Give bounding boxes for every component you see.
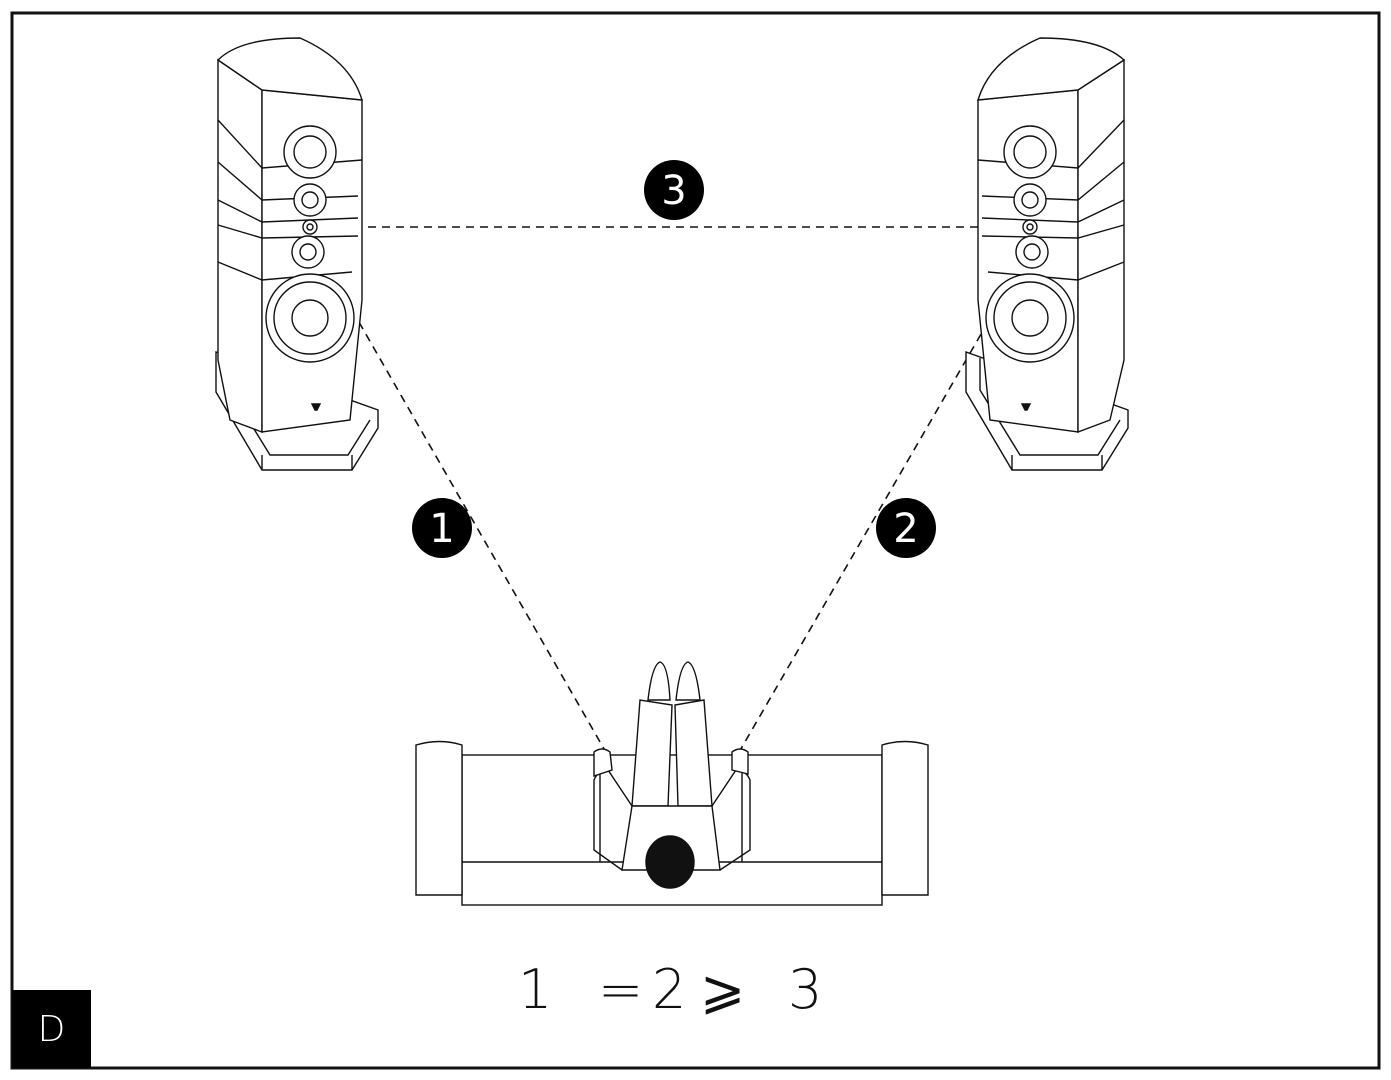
panel-label: D (12, 990, 91, 1068)
marker-3: 3 (644, 160, 704, 220)
marker-1: 1 (412, 498, 472, 558)
marker-1-label: 1 (429, 506, 454, 552)
marker-2: 2 (876, 498, 936, 558)
listener (593, 661, 751, 889)
formula-term-3: 3 (788, 958, 823, 1021)
distance-line-1 (351, 309, 616, 769)
diagram-frame (10, 11, 1381, 1070)
marker-3-label: 3 (661, 168, 686, 214)
formula-geq: ⩾ (700, 958, 746, 1021)
formula-equals: = (598, 958, 644, 1021)
right-speaker (965, 37, 1129, 471)
left-speaker (215, 37, 379, 471)
formula-term-1: 1 (518, 958, 553, 1021)
marker-2-label: 2 (893, 506, 918, 552)
formula-term-2: 2 (652, 958, 687, 1021)
distance-lines (312, 226, 1030, 786)
distance-line-2 (719, 309, 996, 786)
